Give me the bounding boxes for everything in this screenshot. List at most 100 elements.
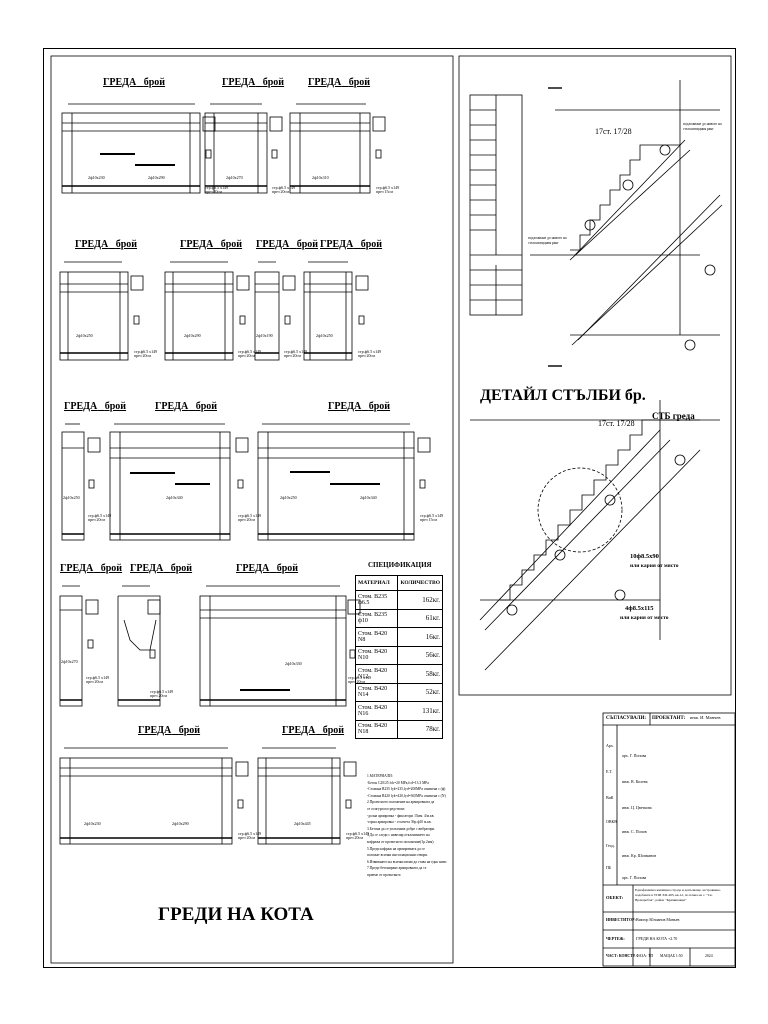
spec-material: Стом. В420 N10	[354, 645, 399, 665]
tb-investor-name: Виктор Юлианов Маньев	[636, 917, 680, 922]
tb-sheet-label: ЧЕРТЕЖ:	[606, 936, 625, 941]
note-line: 3.Бетона да се уплътнява добре с вибрато…	[367, 826, 436, 831]
stair-detail-title: ДЕТАЙЛ СТЪЛБИ бр.	[480, 387, 646, 404]
bar-label: 2ф10x445	[294, 821, 311, 826]
stirrup-note: стр.ф6.5 х149 през 20см	[284, 349, 308, 358]
drawing-sheet	[43, 48, 736, 968]
beam-r1-3	[289, 103, 386, 194]
stirrup-note: стр.ф6.5 х149 през 20см	[134, 349, 158, 358]
right-panel-frame	[458, 55, 732, 696]
beam-r1-2	[204, 103, 283, 194]
beam-header-r2-4: ГРЕДА брой	[320, 239, 383, 250]
beam-header-r4-2: ГРЕДА брой	[130, 563, 193, 574]
beam-r5-2	[257, 747, 357, 845]
tb-role-name: арх. Г. Попова	[622, 875, 647, 880]
spec-quantity: 52кг.	[397, 682, 443, 702]
spec-quantity: 56кг.	[397, 645, 443, 665]
beam-r5-1	[59, 747, 249, 845]
tb-part-label: ЧАСТ: КОНСТР.	[606, 954, 636, 958]
beam-header-r2-2: ГРЕДА брой	[180, 239, 243, 250]
note-line: кофража от проектното положение(1р.2мм).	[367, 839, 435, 844]
spec-title: СПЕЦИФИКАЦИЯ	[368, 561, 432, 569]
beam-header-r2-1: ГРЕДА брой	[75, 239, 138, 250]
bar-label: 2ф10x330	[285, 661, 302, 666]
spec-material: Стом. В420 N14	[354, 682, 399, 702]
beam-r2-1	[59, 261, 144, 361]
tb-role-part: Геод.	[606, 843, 615, 848]
beam-r2-3	[254, 261, 296, 361]
note-line: положат всички инсталационни отвори.	[367, 853, 428, 858]
bar-label: 2ф10x340	[166, 495, 183, 500]
note-line: 7.Преди бетониране армировката да се	[367, 866, 427, 871]
note-line: приеме от проектанта	[367, 872, 401, 877]
spec-header-quantity: КОЛИЧЕСТВО	[397, 575, 443, 591]
spec-quantity: 16кг.	[397, 627, 443, 647]
stirrup-note: стр.ф6.5 х149 през 15см	[376, 185, 400, 194]
note-line: -долна армировка - фиксатори 15мм. 4/м.к…	[367, 813, 435, 818]
bar-label: 2ф10x290	[172, 821, 189, 826]
note-line: 4.Да се следи с нивелир отклонението на	[367, 833, 430, 838]
stair-top-steps: 17ст. 17/28	[595, 127, 632, 136]
spec-header-row: МАТЕРИАЛ КОЛИЧЕСТВО	[354, 575, 443, 591]
beam-header-r5-1: ГРЕДА брой	[138, 725, 201, 736]
tb-role-part: ПБ	[606, 865, 612, 870]
beam-r4-1	[59, 585, 99, 707]
note-line: -Стомана B420 fyk=420,fyd=365MPa означен…	[367, 793, 446, 798]
bar-label: 2ф10x310	[312, 175, 329, 180]
beam-header-r3-2: ГРЕДА брой	[155, 401, 218, 412]
beam-r3-1	[61, 423, 101, 541]
stirrup-note: стр.ф6.5 х149 през 20см	[238, 349, 262, 358]
stirrup-note: стр.ф6.5 х149 през 20см	[272, 185, 296, 194]
tb-role-part: ОВКВ	[606, 819, 617, 824]
spec-quantity: 162кг.	[397, 590, 443, 610]
beam-header-r1-1: ГРЕДА брой	[103, 77, 166, 88]
bar-label: 2ф10x230	[88, 175, 105, 180]
beam-header-r4-1: ГРЕДА брой	[60, 563, 123, 574]
beam-r4-3	[199, 585, 361, 707]
tb-phase-label: ФАЗА: ТП	[636, 954, 654, 958]
beam-header-r5-2: ГРЕДА брой	[282, 725, 345, 736]
note-line: -Бетон C20/25 fck=20 MPa,fcd=13.3 MPa	[367, 780, 429, 785]
title-block-lines	[602, 712, 736, 967]
stair-rebar-1: 10ф8.5х90	[630, 553, 659, 560]
beam-header-r3-3: ГРЕДА брой	[328, 401, 391, 412]
bar-label: 2ф10x270	[61, 659, 78, 664]
stair-detail	[470, 400, 720, 671]
note-line: -Стомана B235 fyk=235,fyd=200MPa означен…	[367, 787, 446, 792]
tb-sheet-name: ГРЕДИ НА КОТА +2.70	[636, 936, 678, 941]
bar-label: 2ф10x270	[226, 175, 243, 180]
tb-year: 2024	[705, 954, 713, 958]
spec-quantity: 58кг.	[397, 664, 443, 684]
tb-role-name: инж. В. Колева	[622, 779, 648, 784]
spec-material: Стом. В420 N16	[354, 701, 399, 721]
bar-label: 2ф10x230	[84, 821, 101, 826]
tb-scale-label: МАЩАБ 1:50	[660, 954, 683, 958]
general-notes: 1.МАТЕРИАЛИ: -Бетон C20/25 fck=20 MPa,fc…	[367, 773, 467, 879]
stirrup-note: стр.ф6.5 х149 през 20см	[358, 349, 382, 358]
stair-plan	[469, 94, 523, 316]
note-line: 6.Извиването на всички кюни да става на …	[367, 859, 447, 864]
tb-designer-label: ПРОЕКТАНТ:	[652, 716, 686, 721]
stair-rebar-1-note: или кария от място	[630, 563, 679, 569]
beam-header-r3-1: ГРЕДА брой	[64, 401, 127, 412]
bar-label: 2ф10x190	[256, 333, 273, 338]
stirrup-note: стр.ф6.5 х149 през 15см	[420, 513, 444, 522]
tb-role-part: Е.Т.	[606, 769, 613, 774]
spec-material: Стом. В420 N12	[354, 664, 399, 684]
tb-role-part: Арх.	[606, 743, 614, 748]
note-line: -горна армировка - столчета 3бр.ф10 м.кв…	[367, 820, 432, 825]
beam-r2-4	[303, 261, 369, 361]
note-line: се осигури посредством:	[367, 806, 405, 811]
beam-header-r4-3: ГРЕДА брой	[236, 563, 299, 574]
bar-label: 2ф10x250	[280, 495, 297, 500]
